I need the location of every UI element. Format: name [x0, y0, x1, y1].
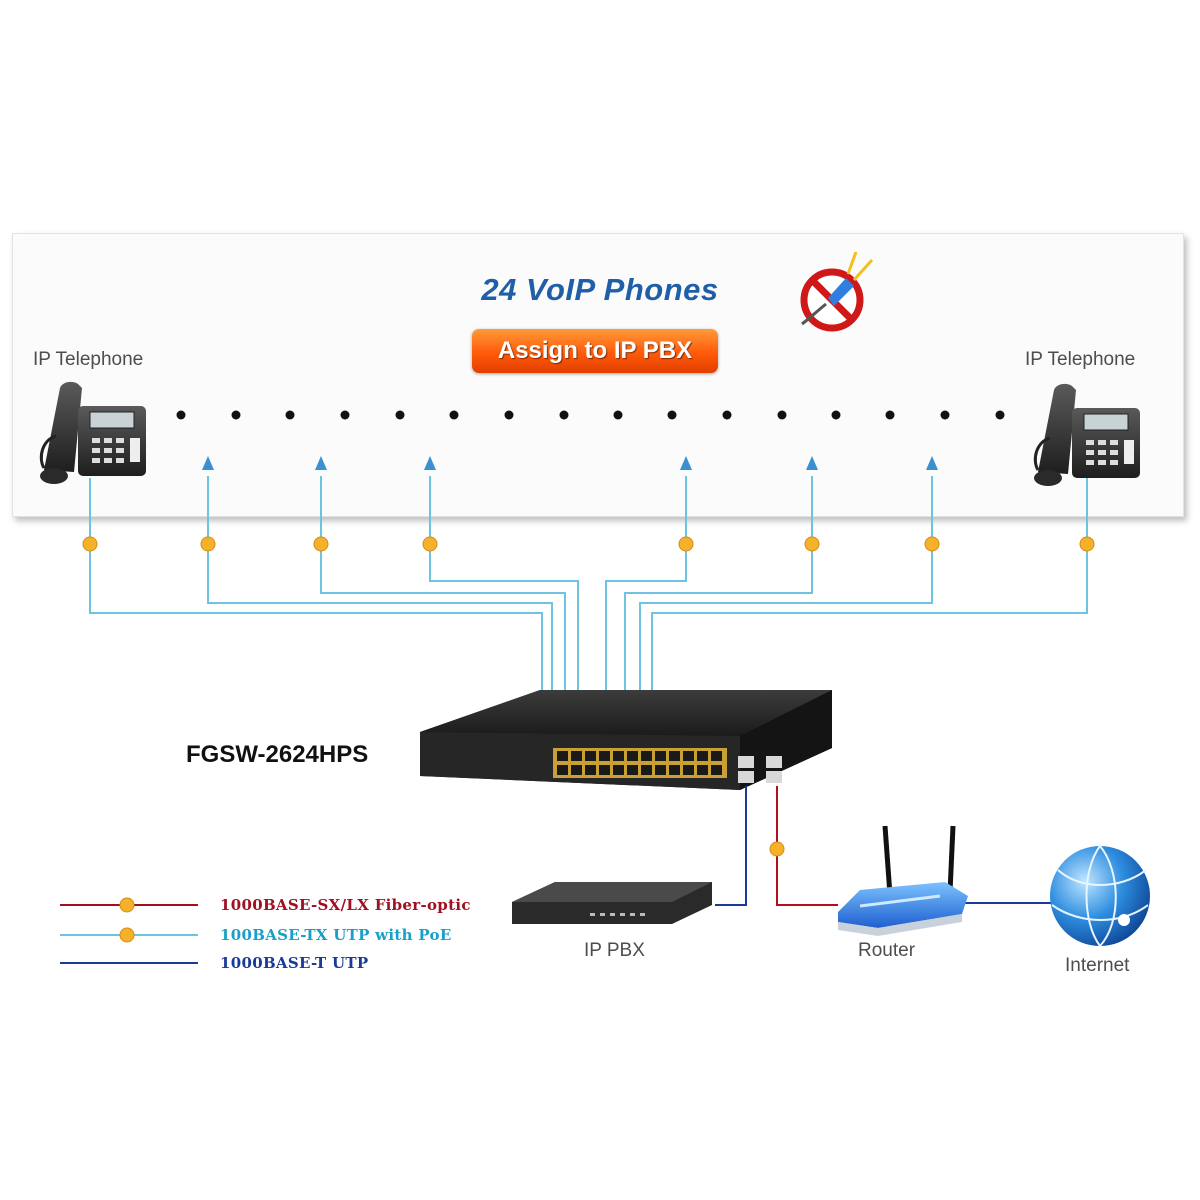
poe-link — [651, 478, 1088, 690]
poe-link — [624, 476, 813, 690]
ip-phone-icon — [1033, 383, 1140, 486]
arrow-up-icon — [424, 456, 436, 470]
poe-markers — [82, 536, 1095, 552]
poe-link — [207, 476, 553, 690]
arrow-up-icon — [680, 456, 692, 470]
arrow-up-icon — [926, 456, 938, 470]
pbx-label: IP PBX — [584, 940, 645, 961]
arrow-up-icon — [806, 456, 818, 470]
left-phone-label: IP Telephone — [33, 349, 144, 370]
arrow-up-icon — [202, 456, 214, 470]
legend-poe-label: 100BASE-TX UTP with PoE — [220, 926, 452, 944]
switch-model-label: FGSW-2624HPS — [186, 741, 369, 768]
phone-ellipsis — [176, 410, 1005, 420]
assign-pbx-badge: Assign to IP PBX — [472, 329, 718, 373]
switch-icon — [420, 690, 832, 790]
internet-label: Internet — [1065, 955, 1130, 976]
arrow-up-icon — [315, 456, 327, 470]
globe-icon — [1050, 845, 1150, 947]
legend-fiber-label: 1000BASE-SX/LX Fiber-optic — [220, 896, 471, 914]
legend-utp-label: 1000BASE-T UTP — [220, 954, 369, 972]
router-label: Router — [858, 940, 916, 961]
right-phone-label: IP Telephone — [1025, 349, 1136, 370]
poe-link — [320, 476, 566, 690]
no-power-plug-icon — [800, 251, 874, 332]
legend-lines — [60, 897, 198, 964]
poe-link — [89, 478, 543, 690]
router-icon — [838, 825, 968, 936]
poe-link — [429, 476, 579, 690]
poe-link — [605, 476, 687, 690]
fiber-marker — [769, 841, 785, 857]
poe-link — [639, 476, 933, 690]
arrows — [202, 456, 938, 470]
fiber-link — [776, 786, 838, 906]
pbx-box-icon — [512, 882, 712, 924]
ip-phone-icon — [39, 381, 146, 484]
pbx-link — [715, 786, 747, 906]
poe-links — [89, 476, 1088, 690]
panel-title: 24 VoIP Phones — [481, 272, 719, 307]
